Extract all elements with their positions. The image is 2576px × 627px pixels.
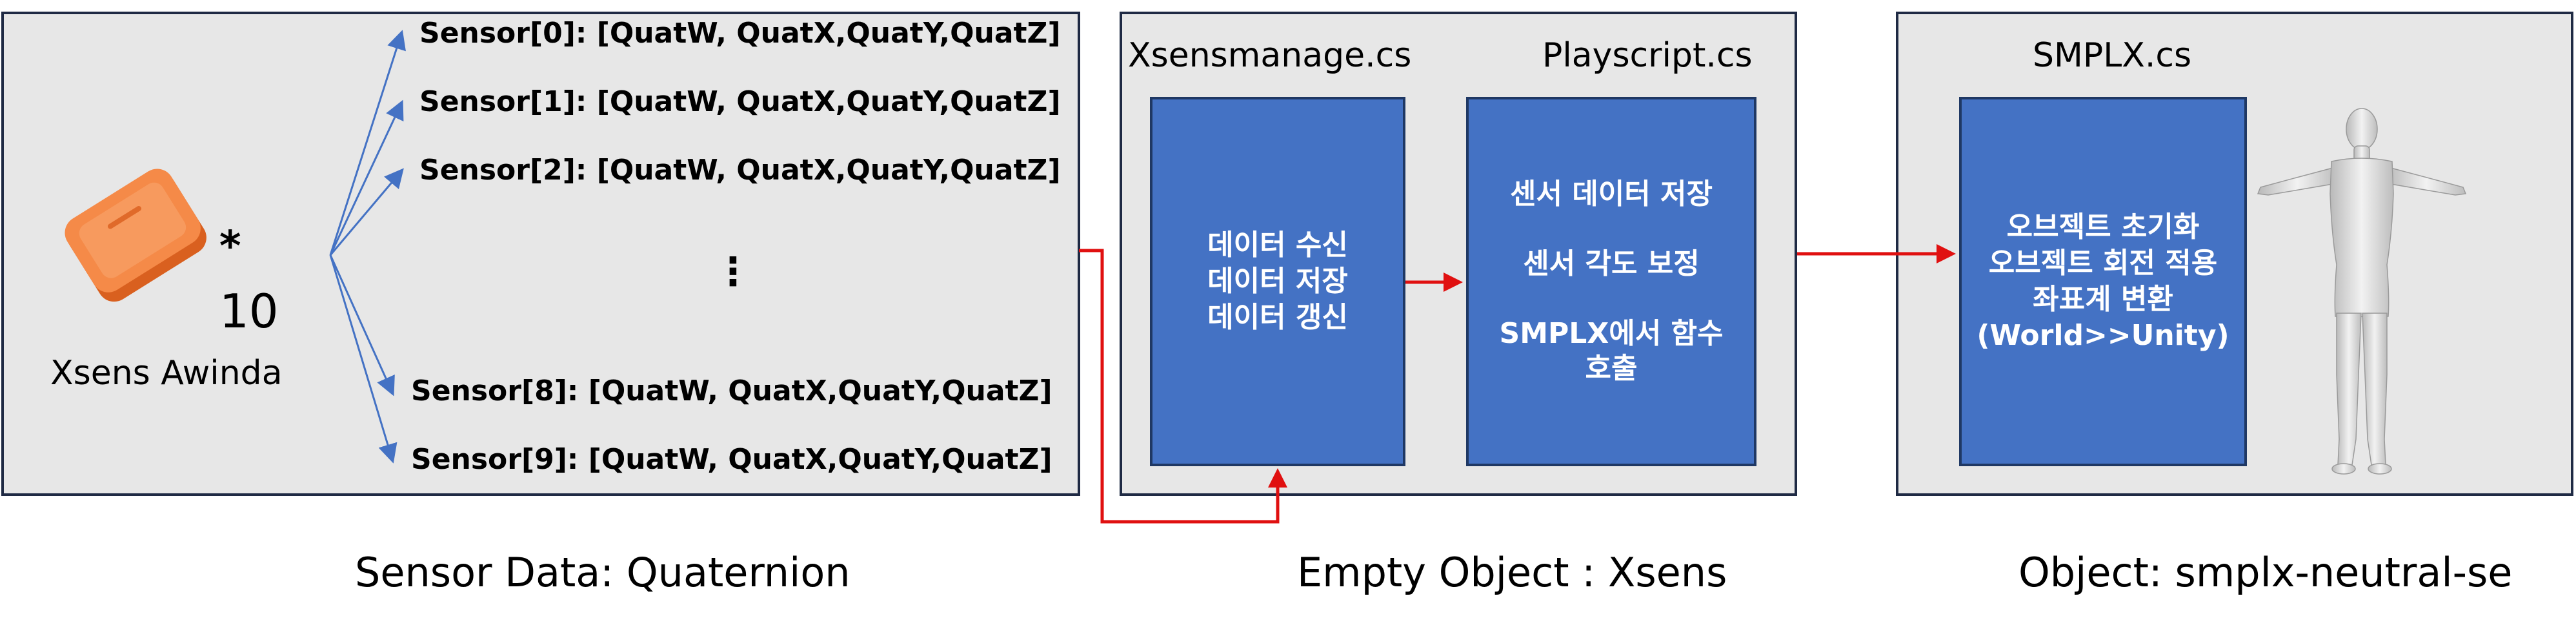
playscript-title: Playscript.cs (1542, 36, 1753, 75)
red-connector-sensor-to-xsensmanage (1079, 249, 1287, 524)
fan-arrow-9 (329, 254, 397, 464)
sensor-0-label: Sensor[0]: [QuatW, QuatX,QuatY,QuatZ] (419, 17, 1061, 50)
xsensmanage-line-1: 데이터 수신 (1207, 229, 1348, 262)
xsensmanage-title: Xsensmanage.cs (1128, 36, 1412, 75)
multiplier-count: 10 (219, 284, 279, 338)
fan-arrow-1 (329, 99, 404, 256)
multiplier-star: * (219, 223, 241, 271)
playscript-box: 센서 데이터 저장 센서 각도 보정 SMPLX에서 함수 호출 (1466, 97, 1756, 466)
sensor-panel-caption: Sensor Data: Quaternion (355, 549, 850, 596)
playscript-line-1: 센서 데이터 저장 (1509, 178, 1713, 211)
smplx-line-2: 오브젝트 회전 적용 (1988, 247, 2218, 280)
smplx-panel-caption: Object: smplx-neutral-se (2018, 549, 2513, 596)
fan-arrow-2 (329, 168, 404, 256)
smplx-title: SMPLX.cs (2033, 36, 2192, 75)
playscript-line-4: 호출 (1585, 352, 1638, 385)
smplx-box: 오브젝트 초기화 오브젝트 회전 적용 좌표계 변환 (World>>Unity… (1959, 97, 2247, 466)
human-body-model-icon (2257, 108, 2467, 475)
xsens-panel-caption: Empty Object : Xsens (1297, 549, 1727, 596)
fan-arrow-8 (329, 254, 395, 396)
smplx-line-1: 오브젝트 초기화 (2006, 211, 2200, 243)
playscript-line-3: SMPLX에서 함수 (1499, 317, 1724, 350)
xsens-sensor-icon (65, 169, 206, 302)
smplx-line-4: (World>>Unity) (1977, 319, 2229, 352)
sensor-ellipsis: ⋮ (714, 249, 752, 294)
sensor-9-label: Sensor[9]: [QuatW, QuatX,QuatY,QuatZ] (411, 443, 1052, 476)
smplx-line-3: 좌표계 변환 (2033, 283, 2173, 316)
xsensmanage-box: 데이터 수신 데이터 저장 데이터 갱신 (1150, 97, 1405, 466)
sensor-2-label: Sensor[2]: [QuatW, QuatX,QuatY,QuatZ] (419, 154, 1061, 187)
xsensmanage-line-2: 데이터 저장 (1207, 265, 1348, 298)
xsensmanage-line-3: 데이터 갱신 (1207, 301, 1348, 334)
fan-arrow-0 (329, 30, 406, 256)
sensor-1-label: Sensor[1]: [QuatW, QuatX,QuatY,QuatZ] (419, 85, 1061, 118)
sensor-8-label: Sensor[8]: [QuatW, QuatX,QuatY,QuatZ] (411, 375, 1052, 407)
device-label: Xsens Awinda (50, 354, 283, 393)
playscript-line-2: 센서 각도 보정 (1523, 247, 1700, 280)
